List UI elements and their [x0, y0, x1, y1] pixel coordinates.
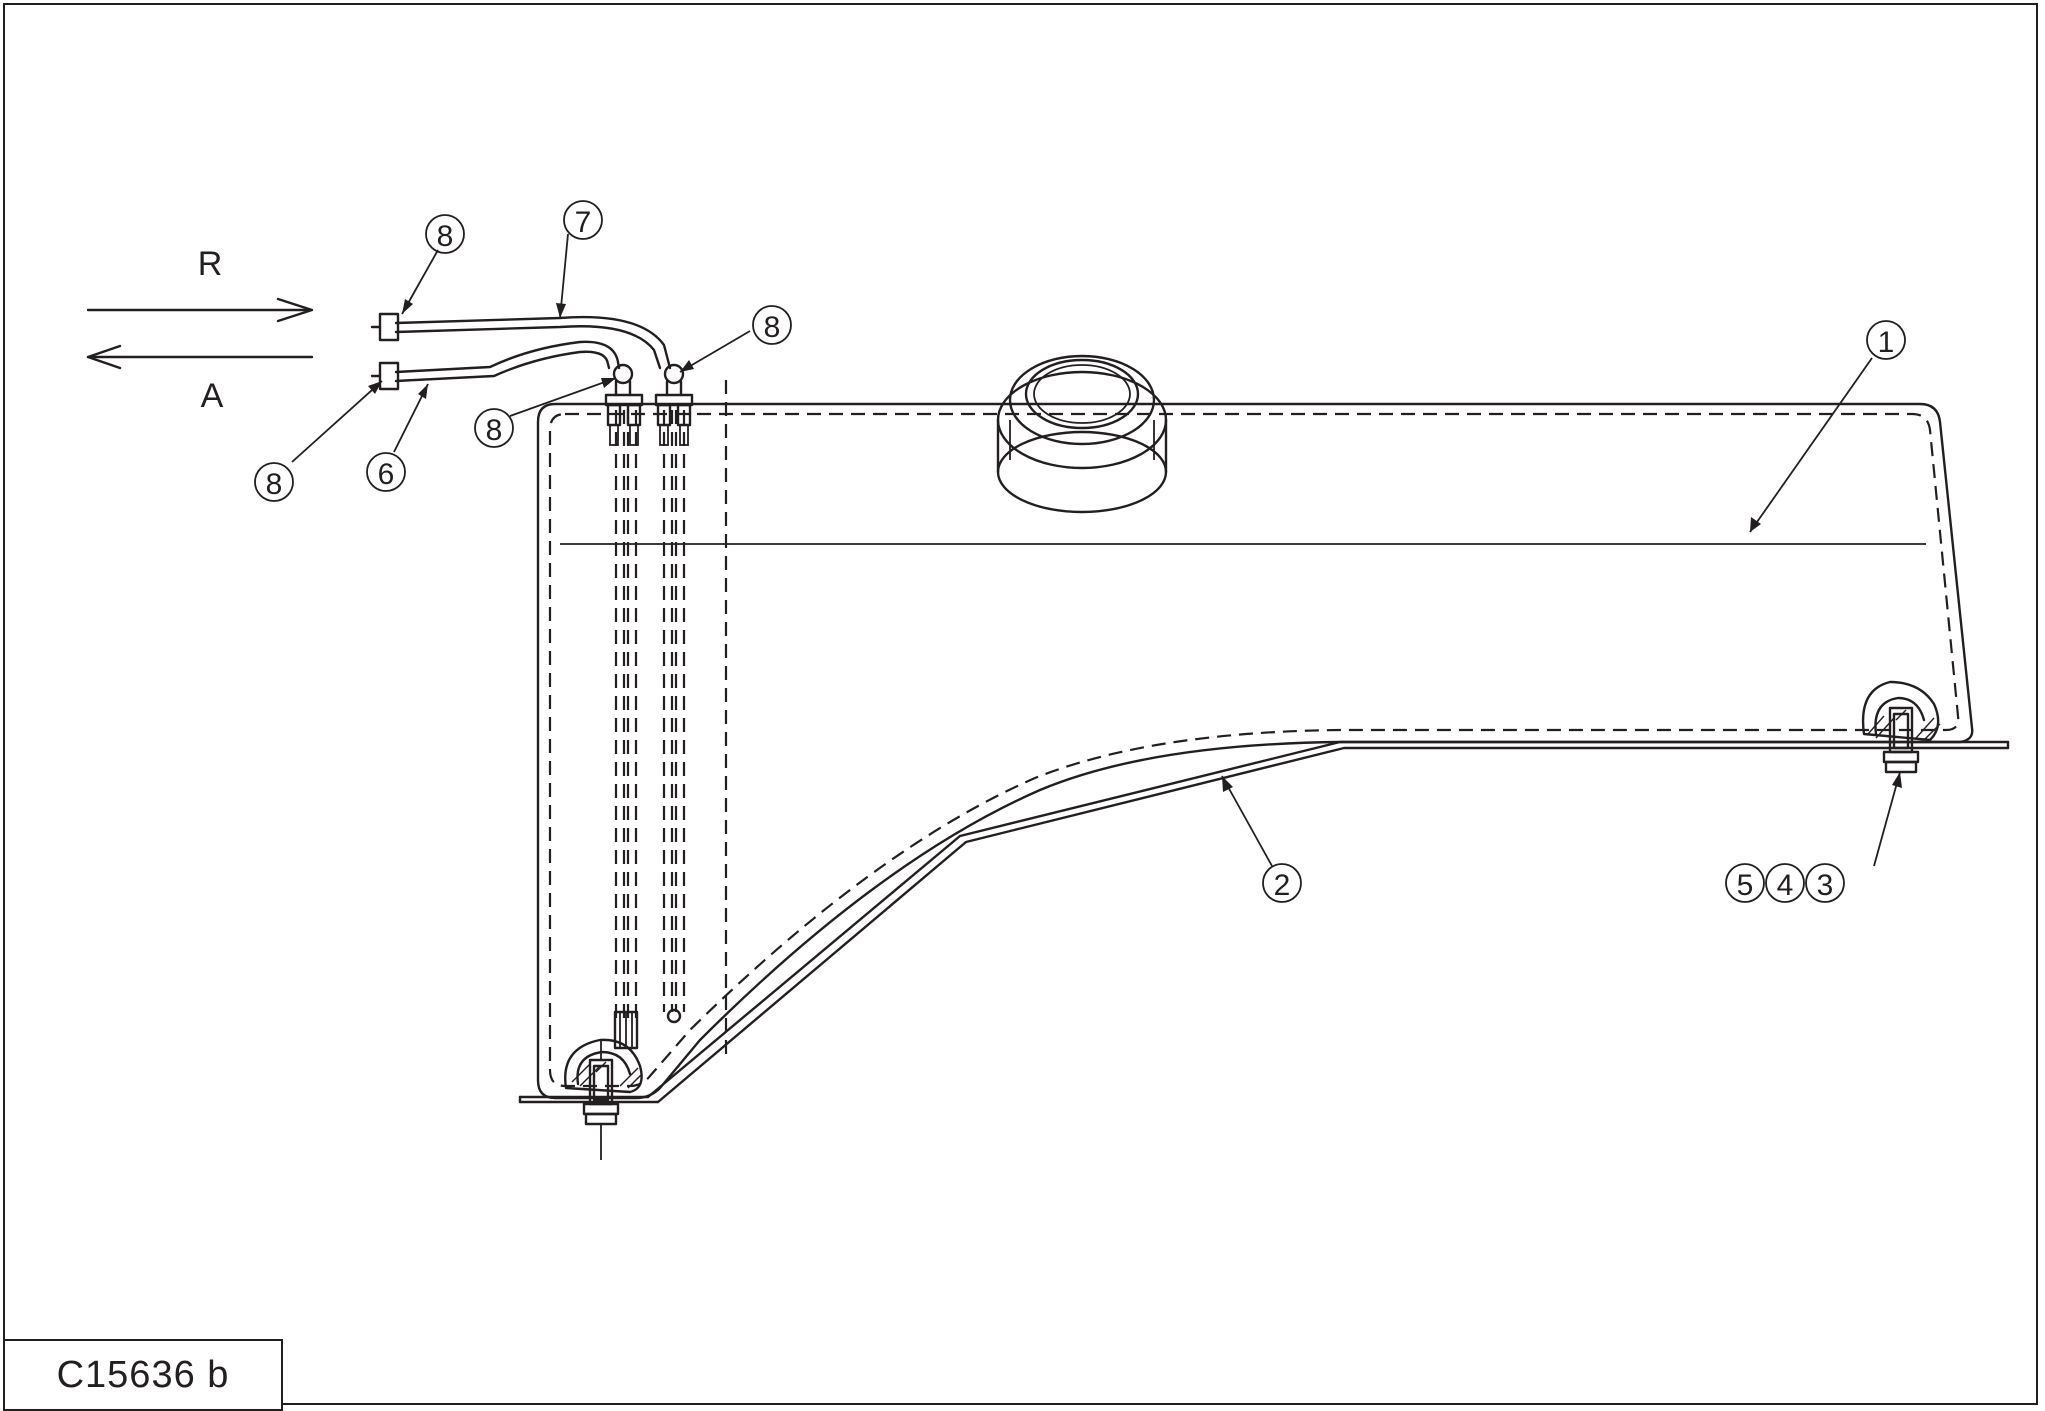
callout-6: 6: [366, 452, 406, 492]
callout-8-bottom: 8: [254, 462, 294, 502]
callout-4: 4: [1765, 863, 1805, 903]
return-arrow: [86, 297, 314, 323]
callout-3: 3: [1805, 863, 1845, 903]
support-frame: [518, 740, 2010, 1104]
left-mount: [564, 1038, 643, 1160]
right-mount: [1861, 680, 1941, 774]
callout-1: 1: [1866, 320, 1906, 360]
callout-8-fitting-right: 8: [752, 305, 792, 345]
fitting-right: [654, 363, 694, 446]
hose-end-fitting-upper: [370, 312, 400, 342]
callout-2: 2: [1262, 863, 1302, 903]
callout-8-fitting-left: 8: [474, 408, 514, 448]
filler-cap: [996, 354, 1168, 514]
drawing-reference-box: C15636 b: [3, 1339, 283, 1411]
label-a: A: [201, 377, 224, 415]
svg-text:8: 8: [437, 220, 454, 253]
svg-text:5: 5: [1737, 869, 1754, 902]
callout-7: 7: [563, 200, 603, 240]
svg-text:8: 8: [266, 468, 283, 501]
supply-arrow: [86, 344, 314, 370]
supply-line-6: [394, 340, 621, 383]
svg-text:7: 7: [575, 206, 592, 239]
svg-text:4: 4: [1777, 869, 1794, 902]
tank-inner-dashed: [548, 412, 1960, 1088]
svg-text:6: 6: [378, 458, 395, 491]
tank-outline: [536, 402, 1974, 1100]
return-line-7: [394, 315, 672, 370]
pickup-tube-right: [662, 410, 686, 1024]
leader-lines: [291, 233, 1902, 867]
svg-text:8: 8: [764, 311, 781, 344]
callout-5: 5: [1725, 863, 1765, 903]
pickup-tube-left: [613, 410, 639, 1050]
fitting-left: [604, 363, 644, 446]
svg-text:8: 8: [486, 414, 503, 447]
drawing-reference: C15636 b: [56, 1353, 230, 1396]
hose-end-fitting-lower: [370, 361, 400, 391]
svg-text:2: 2: [1274, 869, 1291, 902]
callout-8-top: 8: [425, 214, 465, 254]
label-r: R: [198, 245, 223, 283]
svg-text:3: 3: [1817, 869, 1834, 902]
svg-text:1: 1: [1878, 326, 1895, 359]
